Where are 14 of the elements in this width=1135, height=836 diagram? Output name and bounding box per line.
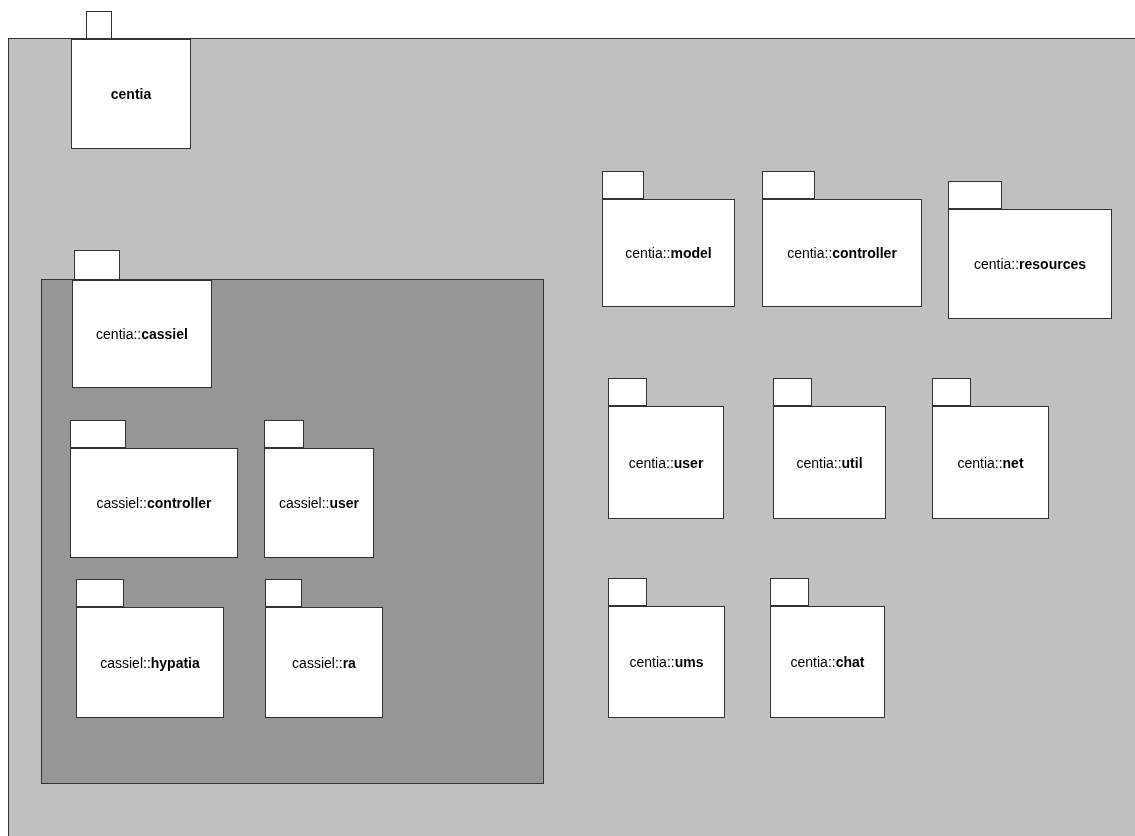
package-name: centia::user (628, 454, 704, 471)
package-name: cassiel::controller (96, 495, 212, 511)
package-name: centia::util (796, 454, 863, 471)
package-name: centia::model (625, 245, 712, 261)
package-name: centia::controller (787, 245, 897, 261)
package-name: centia::ums (629, 654, 704, 670)
package-name: centia::chat (790, 654, 865, 670)
package-name: centia::resources (973, 256, 1087, 272)
package-name: cassiel::ra (292, 654, 356, 671)
package-name: cassiel::hypatia (100, 654, 200, 671)
package-name: centia::cassiel (96, 326, 188, 342)
package-name: cassiel::user (278, 495, 360, 511)
package-name: centia::net (957, 454, 1024, 471)
package-name: centia (110, 86, 152, 102)
